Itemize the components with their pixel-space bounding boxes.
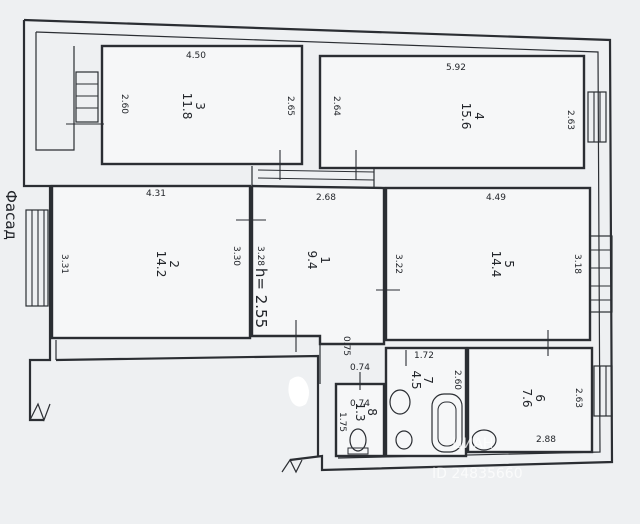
room-2-area: 14.2: [154, 251, 168, 278]
room-4: [318, 54, 586, 170]
sink-icon: [389, 389, 413, 450]
stair-wall: [55, 354, 320, 456]
dim-room-1-left: 3.28: [255, 246, 265, 266]
room-8-area: 1.3: [353, 402, 367, 421]
break-mark-left: [29, 402, 51, 422]
window-left-upper: [75, 71, 99, 123]
room-2-number: 2: [167, 260, 181, 268]
room-1-number: 1: [318, 256, 332, 264]
dim-room-3-right: 2.65: [285, 96, 295, 116]
dim-room-5-right: 3.18: [572, 254, 582, 274]
room-3-area: 11.8: [180, 93, 194, 120]
window-left-middle: [25, 209, 49, 307]
window-right-upper: [587, 91, 607, 143]
dim-room-4-right: 2.63: [565, 110, 575, 130]
room-4-area: 15.6: [459, 103, 473, 130]
room-6: [466, 346, 594, 454]
dim-room-4-top: 5.92: [446, 63, 466, 73]
room-3: [100, 44, 304, 166]
dim-room-7-top: 1.72: [414, 351, 434, 361]
white-blot: [288, 376, 309, 407]
dim-room-7-right: 2.60: [452, 370, 462, 390]
room-3-number: 3: [193, 102, 207, 110]
room-6-area: 7.6: [520, 388, 534, 407]
watermark-brand: ЦИАН: [452, 436, 493, 452]
room-8-number: 8: [365, 408, 379, 416]
dim-room-8-top: 0.74: [350, 399, 370, 409]
dim-corridor-a: 0.75: [341, 336, 351, 356]
outer-wall: [23, 18, 614, 472]
room-5-area: 14.4: [489, 251, 503, 278]
room-7-number: 7: [421, 376, 435, 384]
left-wall-inner: [35, 32, 75, 151]
dim-room-3-top: 4.50: [186, 51, 206, 61]
door-marks: [66, 123, 549, 390]
window-right-lower: [593, 365, 613, 417]
dim-corridor-b: 0.74: [350, 363, 370, 373]
facade-label: Фасад: [2, 190, 20, 240]
toilet-icon: [347, 428, 369, 455]
kitchen-sink-icon: [471, 429, 497, 451]
room-7: [384, 346, 468, 458]
room-7-area: 4.5: [409, 370, 423, 389]
dim-room-6-bottom: 2.88: [536, 435, 556, 445]
break-mark-bottom: [281, 458, 303, 474]
room-5: [384, 186, 592, 342]
dim-room-6-right: 2.63: [573, 388, 583, 408]
dim-room-2-right: 3.30: [231, 246, 241, 266]
window-top: [257, 169, 375, 181]
ceiling-height: h= 2.55: [252, 268, 270, 328]
dim-room-8-left: 1.75: [337, 412, 347, 432]
dim-room-2-top: 4.31: [146, 189, 166, 199]
dim-room-1-top: 2.68: [316, 193, 336, 203]
dim-room-2-left: 3.31: [59, 254, 69, 274]
room-4-number: 4: [472, 112, 486, 120]
dim-room-3-left: 2.60: [119, 94, 129, 114]
watermark-id: ID 24835660: [432, 466, 523, 482]
outer-wall-inner: [35, 31, 601, 459]
room-2: [50, 184, 252, 340]
dim-room-5-left: 3.22: [393, 254, 403, 274]
window-right-middle: [589, 235, 613, 313]
dim-room-4-left: 2.64: [331, 96, 341, 116]
room-6-number: 6: [533, 394, 547, 402]
room-1-area: 9.4: [305, 250, 319, 269]
room-5-number: 5: [502, 260, 516, 268]
bathtub-icon: [431, 393, 463, 453]
dim-room-5-top: 4.49: [486, 193, 506, 203]
